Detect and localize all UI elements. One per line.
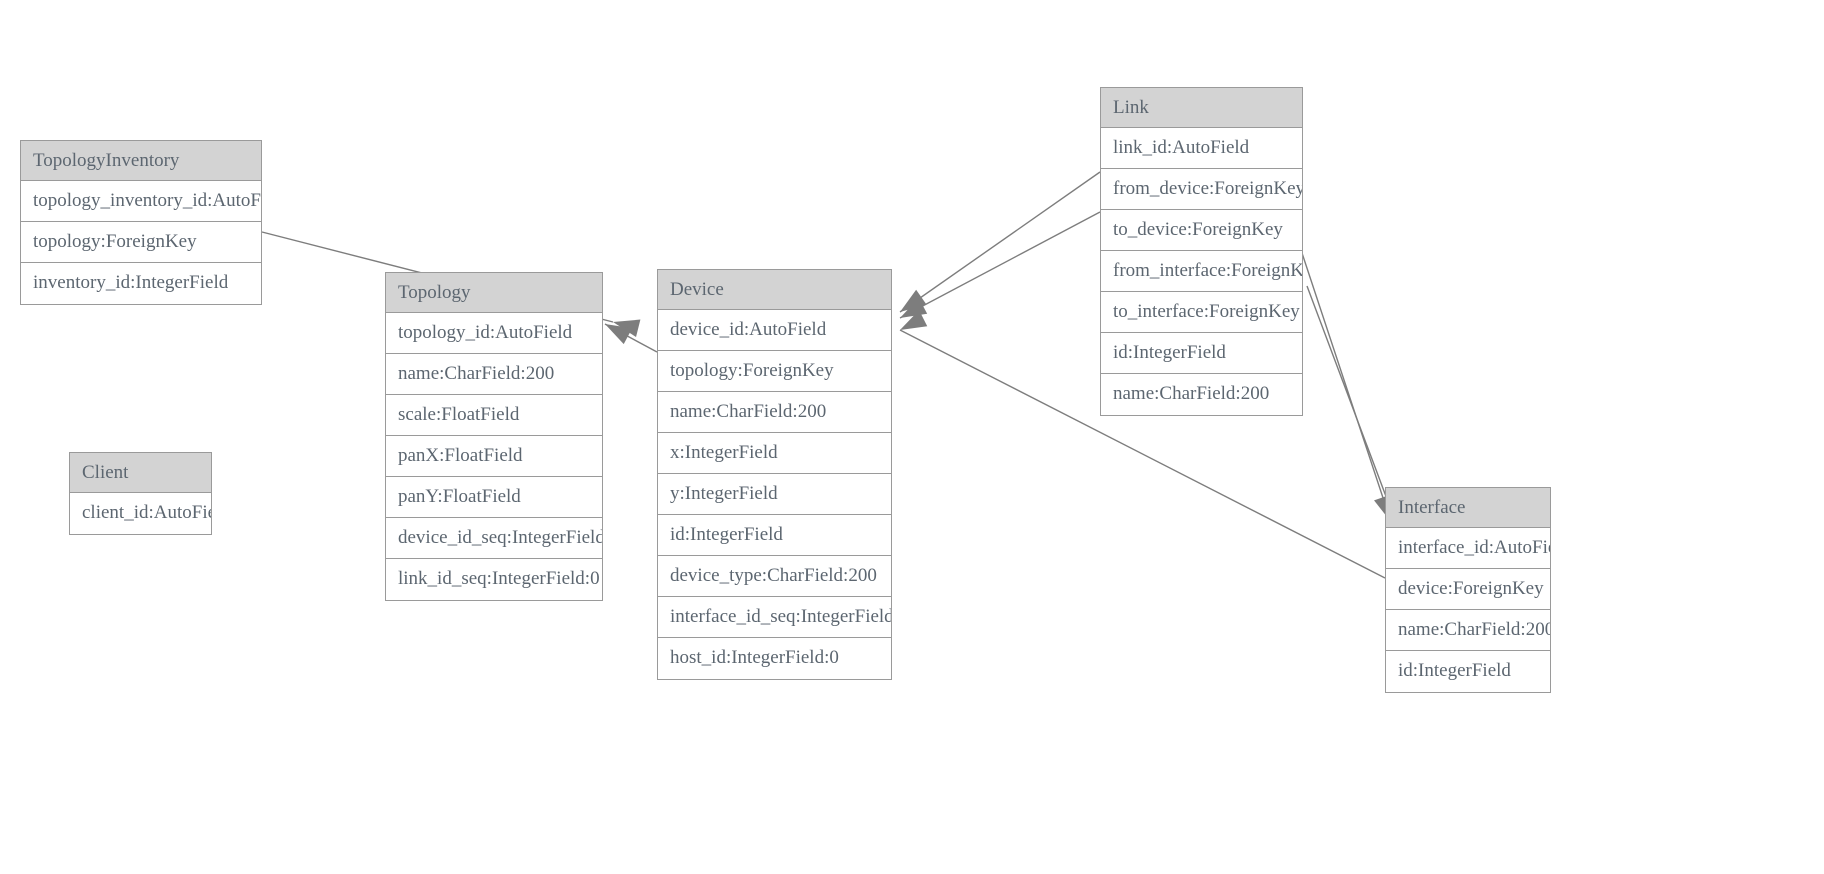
entity-field: name:CharField:200 [658,392,891,433]
relationship-arrowhead [613,319,641,338]
entity-title-link: Link [1101,88,1302,128]
relationship-line [899,171,1101,313]
entity-field: inventory_id:IntegerField [21,263,261,304]
relationship-line [1299,246,1392,523]
entity-field: name:CharField:200 [1386,610,1550,651]
relationship-arrowhead [900,297,928,318]
entity-title-topologyinventory: TopologyInventory [21,141,261,181]
entity-field: device:ForeignKey [1386,569,1550,610]
relationship-arrowhead [605,324,633,345]
entity-field: name:CharField:200 [1101,374,1302,415]
entity-title-interface: Interface [1386,488,1550,528]
entity-field: device_id:AutoField [658,310,891,351]
entity-field: link_id:AutoField [1101,128,1302,169]
entity-field: interface_id_seq:IntegerField:0 [658,597,891,638]
entity-interface[interactable]: Interfaceinterface_id:AutoFielddevice:Fo… [1385,487,1551,693]
entity-field: topology:ForeignKey [21,222,261,263]
entity-field: name:CharField:200 [386,354,602,395]
entity-field: from_device:ForeignKey [1101,169,1302,210]
entity-title-device: Device [658,270,891,310]
entity-field: to_interface:ForeignKey [1101,292,1302,333]
entity-field: panY:FloatField [386,477,602,518]
entity-field: link_id_seq:IntegerField:0 [386,559,602,600]
entity-field: device_type:CharField:200 [658,556,891,597]
relationship-arrowhead [900,310,928,330]
relationship-line [1306,285,1397,524]
entity-field: topology:ForeignKey [658,351,891,392]
entity-field: to_device:ForeignKey [1101,210,1302,251]
entity-field: id:IntegerField [1101,333,1302,374]
entity-title-client: Client [70,453,211,493]
entity-field: topology_id:AutoField [386,313,602,354]
entity-field: scale:FloatField [386,395,602,436]
entity-field: y:IntegerField [658,474,891,515]
entity-title-topology: Topology [386,273,602,313]
entity-field: x:IntegerField [658,433,891,474]
entity-field: from_interface:ForeignKey [1101,251,1302,292]
entity-field: topology_inventory_id:AutoField [21,181,261,222]
relationship-line [604,323,658,353]
entity-field: id:IntegerField [1386,651,1550,692]
relationship-line [899,211,1101,319]
entity-field: host_id:IntegerField:0 [658,638,891,679]
entity-field: interface_id:AutoField [1386,528,1550,569]
relationship-arrowhead [900,289,927,312]
entity-field: panX:FloatField [386,436,602,477]
entity-field: device_id_seq:IntegerField:0 [386,518,602,559]
entity-field: client_id:AutoField [70,493,211,534]
entity-field: id:IntegerField [658,515,891,556]
